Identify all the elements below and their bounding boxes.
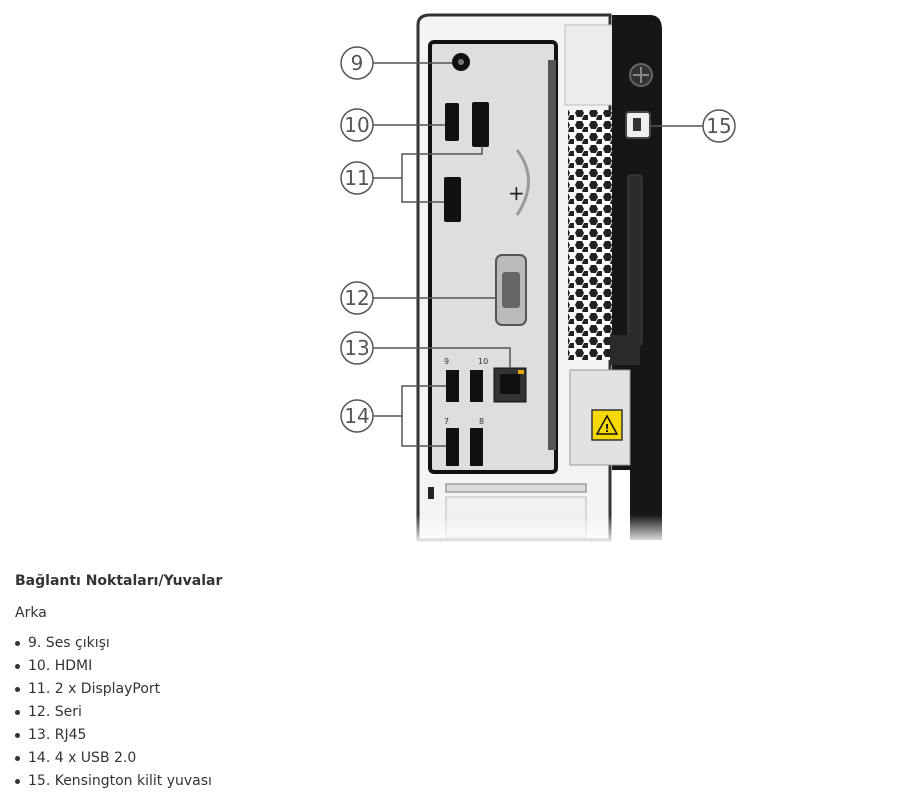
usb-port [470,428,483,466]
list-item: 10. HDMI [15,655,885,678]
bullet-icon [15,756,20,761]
hdmi-port [445,103,459,141]
displayport-1 [472,102,489,147]
plate-rail [548,60,556,450]
usb-mark: 7 [444,417,449,426]
bullet-icon [15,779,20,784]
list-item: 12. Seri [15,701,885,724]
list-item: 15. Kensington kilit yuvası [15,770,885,793]
rear-panel-diagram: ! + 9 10 7 8 9 10 11 12 13 14 [340,13,736,545]
bullet-icon [15,733,20,738]
usb-mark: 9 [444,357,449,366]
ports-section: Bağlantı Noktaları/Yuvalar Arka 9. Ses ç… [15,570,885,793]
list-item: 9. Ses çıkışı [15,632,885,655]
callout-leaders [372,62,704,447]
svg-text:11: 11 [344,166,369,190]
section-heading: Bağlantı Noktaları/Yuvalar [15,573,223,589]
list-item: 13. RJ45 [15,724,885,747]
usb-port [446,370,459,402]
list-item: 14. 4 x USB 2.0 [15,747,885,770]
svg-text:14: 14 [344,404,369,428]
svg-text:10: 10 [344,113,369,137]
svg-text:12: 12 [344,286,369,310]
svg-text:!: ! [604,422,609,435]
usb-mark: 10 [478,357,488,366]
callout-14: 14 [340,399,374,433]
bullet-icon [15,687,20,692]
list-item: 11. 2 x DisplayPort [15,678,885,701]
callout-10: 10 [340,108,374,142]
svg-text:15: 15 [706,114,731,138]
callout-12: 12 [340,281,374,315]
svg-text:13: 13 [344,336,369,360]
callout-13: 13 [340,331,374,365]
callout-9: 9 [340,46,374,80]
displayport-2 [444,177,461,222]
section-subheading: Arka [15,605,47,621]
usb-mark: 8 [479,417,484,426]
usb-port [446,428,459,466]
svg-text:9: 9 [351,51,364,75]
usb-port [470,370,483,402]
bullet-icon [15,710,20,715]
vent-grille [568,110,616,360]
warning-triangle-icon [595,414,619,435]
bullet-icon [15,641,20,646]
rear-panel-figure: ! + 9 10 7 8 9 10 11 12 13 14 [340,13,736,545]
bullet-icon [15,664,20,669]
callout-11: 11 [340,161,374,195]
callout-15: 15 [702,109,736,143]
ports-list: 9. Ses çıkışı 10. HDMI 11. 2 x DisplayPo… [15,632,885,793]
svg-text:+: + [508,181,525,205]
